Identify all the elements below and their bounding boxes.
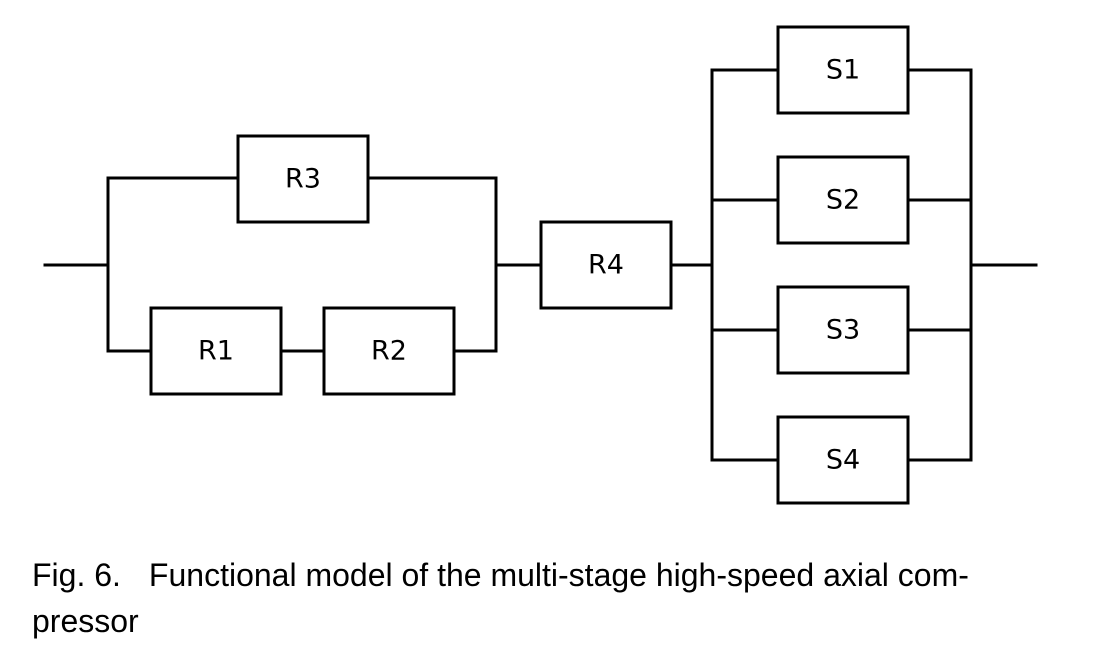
block-s2-label: S2 (826, 185, 860, 216)
block-r2-box (322, 306, 456, 396)
figure-caption: Fig. 6. Functional model of the multi-sta… (32, 552, 1092, 644)
block-r4: R4 (539, 220, 673, 310)
caption-text: Functional model of the multi-stage high… (148, 557, 969, 593)
block-s4: S4 (776, 415, 910, 505)
block-s1-label: S1 (826, 55, 860, 86)
block-r4-box (539, 220, 673, 310)
block-r2-label: R2 (371, 336, 407, 367)
block-r1: R1 (149, 306, 283, 396)
block-r1-label: R1 (198, 336, 234, 367)
block-s4-label: S4 (826, 445, 860, 476)
block-r4-label: R4 (588, 250, 624, 281)
reliability-block-diagram: R3 R1 R2 R4 S1 S2 S3 S4 (43, 25, 1038, 505)
block-s3-box (776, 285, 910, 375)
figure-number: Fig. 6. (32, 557, 121, 593)
block-r3: R3 (236, 134, 370, 224)
block-s2: S2 (776, 155, 910, 245)
connection-lines (43, 68, 1038, 462)
block-s4-box (776, 415, 910, 505)
block-s1-box (776, 25, 910, 115)
block-s1: S1 (776, 25, 910, 115)
block-s3: S3 (776, 285, 910, 375)
block-r3-box (236, 134, 370, 224)
caption-line-2: pressor (32, 603, 139, 639)
block-r3-label: R3 (285, 164, 321, 195)
block-s3-label: S3 (826, 315, 860, 346)
caption-line-1: Fig. 6. Functional model of the multi-sta… (32, 552, 1092, 598)
block-r1-box (149, 306, 283, 396)
block-s2-box (776, 155, 910, 245)
block-r2: R2 (322, 306, 456, 396)
